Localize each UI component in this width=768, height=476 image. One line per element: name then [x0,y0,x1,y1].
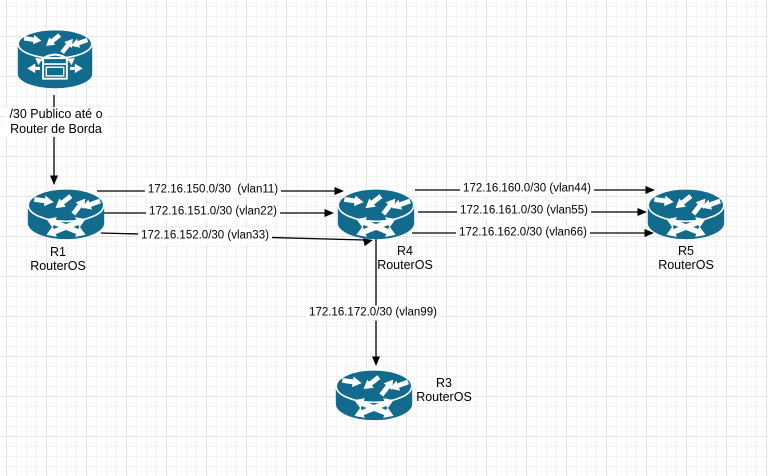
edge-label-vlan33: 172.16.152.0/30 (vlan33) [138,228,272,244]
node-os: RouterOS [30,258,86,273]
edge-vlan99 [372,239,380,366]
arrowhead-down-icon [372,356,380,366]
node-label-r1: R1 RouterOS [30,245,86,273]
arrowhead-right-icon [362,238,373,247]
node-label-r5: R5 RouterOS [658,244,714,272]
node-r1 [27,186,105,242]
edge-label-vlan11: 172.16.150.0/30 (vlan11) [144,182,282,198]
router-icon [27,188,105,240]
node-os: RouterOS [658,257,714,272]
node-r3 [335,368,413,422]
router-icon [647,188,725,240]
edge-label-vlan66: 172.16.162.0/30 (vlan66) [456,225,590,241]
edge-label-vlan22: 172.16.151.0/30 (vlan22) [146,204,280,220]
router-firewall-icon [17,28,93,89]
node-name: R1 [50,245,66,259]
edge-label-vlan55: 172.16.161.0/30 (vlan55) [457,203,591,219]
node-label-r3: R3 RouterOS [416,376,472,404]
node-r5 [647,187,725,241]
arrowhead-right-icon [645,186,655,194]
border-router-label: /30 Publico até o Router de Borda [4,107,108,137]
node-name: R5 [678,244,694,258]
edge-label-vlan99: 172.16.172.0/30 (vlan99) [306,305,440,321]
node-name: R4 [397,244,413,258]
router-icon [335,369,413,421]
node-name: R3 [436,376,452,390]
router-icon [337,188,415,240]
node-os: RouterOS [416,389,472,404]
node-border-router [17,27,93,94]
arrowhead-right-icon [644,229,654,237]
edge-label-vlan44: 172.16.160.0/30 (vlan44) [460,181,594,197]
arrowhead-down-icon [50,175,58,185]
arrowhead-right-icon [637,208,647,216]
node-label-r4: R4 RouterOS [377,244,433,272]
arrowhead-right-icon [324,209,334,217]
arrowhead-right-icon [334,187,344,195]
node-r4 [337,186,415,242]
node-os: RouterOS [377,257,433,272]
